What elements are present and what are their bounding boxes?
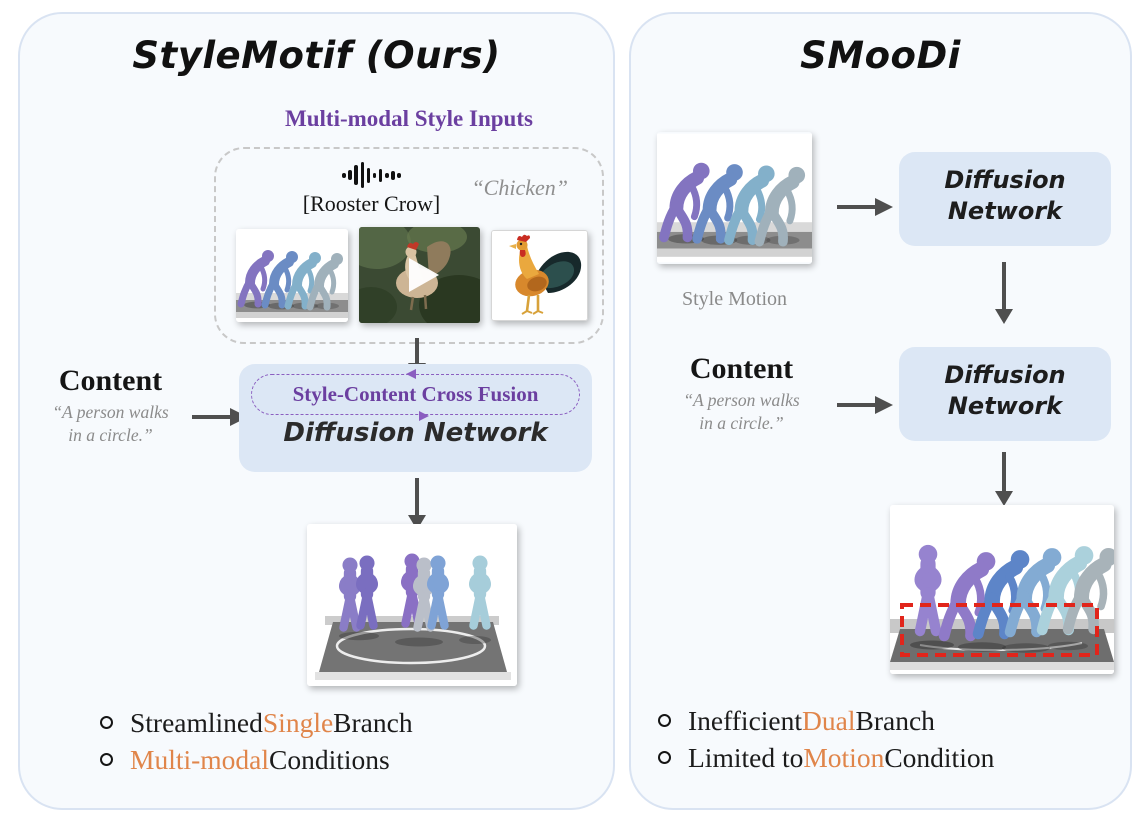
- audio-style-input: [Rooster Crow]: [264, 161, 479, 217]
- text-style-prompt: “Chicken”: [471, 175, 568, 200]
- style-motion-input-image: [657, 132, 812, 264]
- output-motion-image: [307, 524, 517, 686]
- arrow-right-icon: [837, 198, 893, 216]
- rooster-video-frame: [359, 227, 480, 323]
- bullet-circle-icon: [100, 716, 113, 729]
- panel-stylemotif: StyleMotif (Ours) Multi-modal Style Inpu…: [18, 12, 615, 810]
- right-bullet-list: Inefficient Dual Branch Limited to Motio…: [658, 702, 994, 776]
- arrow-right-icon: [837, 396, 893, 414]
- diffusion-network-box-bottom: Diffusion Network: [899, 347, 1111, 441]
- diffusion-network-box: Style-Content Cross Fusion Diffusion Net…: [239, 364, 592, 472]
- bullet-dual-branch: Inefficient Dual Branch: [658, 702, 994, 739]
- play-icon: [409, 258, 439, 292]
- diffusion-network-label: Diffusion Network: [283, 418, 548, 448]
- style-content-cross-fusion-pill: Style-Content Cross Fusion: [251, 368, 580, 421]
- panel-smoodi: SMooDi Style Motion Diffusion Network Co…: [629, 12, 1132, 810]
- content-heading: Content: [58, 364, 163, 397]
- fusion-arrow-left-icon: [405, 368, 416, 379]
- bullet-single-branch: Streamlined Single Branch: [100, 704, 413, 741]
- content-input-block: Content “A person walks in a circle.”: [28, 364, 193, 447]
- bullet-circle-icon: [100, 753, 113, 766]
- left-panel-title: StyleMotif (Ours): [132, 34, 501, 77]
- content-quote: “A person walks in a circle.”: [52, 402, 169, 445]
- style-inputs-group: [Rooster Crow] “Chicken”: [214, 147, 604, 344]
- bullet-circle-icon: [658, 751, 671, 764]
- left-bullet-list: Streamlined Single Branch Multi-modal Co…: [100, 704, 413, 778]
- style-inputs-heading: Multi-modal Style Inputs: [285, 106, 533, 131]
- diffusion-network-label: Diffusion Network: [944, 166, 1066, 225]
- audio-waveform-icon: [264, 161, 479, 189]
- bullet-circle-icon: [658, 714, 671, 727]
- audio-input-label: [Rooster Crow]: [302, 191, 441, 216]
- diffusion-network-label: Diffusion Network: [944, 361, 1066, 420]
- bullet-motion-condition: Limited to Motion Condition: [658, 739, 994, 776]
- content-heading: Content: [689, 352, 794, 385]
- right-panel-title: SMooDi: [800, 34, 961, 77]
- content-quote: “A person walks in a circle.”: [683, 390, 800, 433]
- bullet-multimodal-conditions: Multi-modal Conditions: [100, 741, 413, 778]
- arrow-down-icon: [995, 452, 1013, 506]
- style-input-images: [236, 227, 588, 323]
- style-motion-sequence-image: [236, 229, 348, 322]
- arrow-down-icon: [995, 262, 1013, 324]
- rooster-video-thumbnail: [359, 227, 480, 323]
- content-input-block: Content “A person walks in a circle.”: [659, 352, 824, 435]
- arrow-down-icon: [408, 478, 426, 530]
- fusion-arrow-right-icon: [418, 410, 429, 421]
- diffusion-network-box-top: Diffusion Network: [899, 152, 1111, 246]
- style-motion-label: Style Motion: [681, 288, 787, 310]
- rooster-photo-image: [491, 229, 588, 321]
- output-motion-image: [890, 505, 1114, 674]
